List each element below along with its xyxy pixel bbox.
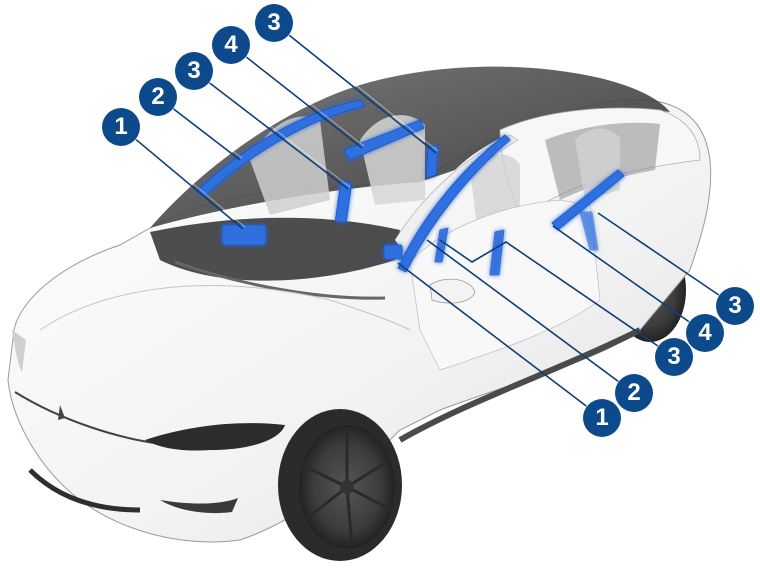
- driver-airbag-shape: [383, 244, 403, 260]
- car-body: [7, 66, 712, 543]
- callout-badge-8: 3: [655, 338, 693, 376]
- callout-badge-1: 1: [102, 108, 140, 146]
- callout-number: 2: [627, 379, 641, 406]
- rear-seat-airbag-left-shape: [425, 144, 439, 179]
- curtain-airbag-left-shape: [197, 99, 366, 197]
- callout-badge-9: 2: [615, 374, 653, 412]
- front-wheel: [278, 409, 402, 561]
- callout-number: 1: [114, 113, 128, 140]
- callout-badge-2: 2: [139, 78, 177, 116]
- callout-number: 1: [595, 404, 609, 431]
- leader-lines: [120, 22, 736, 419]
- side-mirror: [429, 278, 476, 304]
- callout-number: 4: [224, 31, 238, 58]
- callout-number: 3: [187, 57, 201, 84]
- dashboard: [150, 217, 400, 281]
- callout-badge-7: 4: [686, 314, 724, 352]
- callout-badge-5: 3: [255, 4, 293, 42]
- center-airbag-shape: [343, 119, 425, 161]
- front-door: [409, 199, 601, 371]
- curtain-airbag-right-shape: [397, 134, 511, 273]
- headlight: [145, 423, 285, 451]
- callout-badge-3: 3: [175, 52, 213, 90]
- callout-number: 2: [151, 83, 165, 110]
- callout-number: 3: [667, 343, 681, 370]
- callout-number: 3: [728, 292, 742, 319]
- seat-airbag-left-shape: [335, 181, 352, 223]
- callout-badge-6: 3: [716, 287, 754, 325]
- passenger-airbag-shape: [221, 224, 267, 246]
- airbag-components: [197, 99, 625, 276]
- callout-badge-10: 1: [583, 399, 621, 437]
- callout-number: 4: [698, 319, 712, 346]
- callout-number: 3: [267, 9, 281, 36]
- callout-badge-4: 4: [212, 26, 250, 64]
